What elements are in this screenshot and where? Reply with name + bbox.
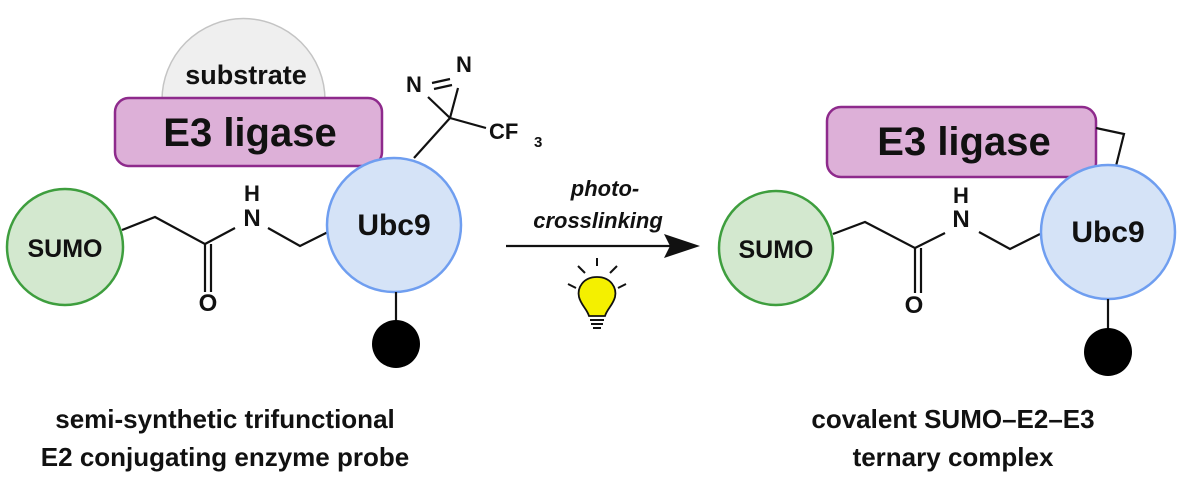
diazirine-bond-right xyxy=(448,87,460,119)
left-caption-line-1: semi-synthetic trifunctional xyxy=(55,404,395,434)
right-caption-line-2: ternary complex xyxy=(853,442,1054,472)
crosslink-bond xyxy=(1095,126,1126,167)
sumo-circle-crosslinked xyxy=(717,189,835,307)
diazirine-nn-2 xyxy=(433,83,453,91)
cf3-bond xyxy=(449,116,487,130)
e3-ligase-box-crosslinked xyxy=(825,105,1098,179)
e3-ligase-box xyxy=(113,96,384,168)
carbonyl-o: O xyxy=(199,290,218,317)
carbonyl-o-crosslinked: O xyxy=(905,292,924,319)
e3-ligase-label-crosslinked: E3 ligase xyxy=(877,120,1050,164)
diazirine-n2: N xyxy=(456,52,472,77)
amide-bond xyxy=(204,227,236,245)
amide-n-crosslinked: N xyxy=(952,206,969,233)
arrow-label-line-1: photo- xyxy=(570,176,639,201)
cf3-cf: CF xyxy=(489,119,518,144)
ubc9-label-crosslinked: Ubc9 xyxy=(1071,216,1144,249)
linker-bond xyxy=(121,215,207,292)
amide-h-crosslinked: H xyxy=(953,183,969,208)
linker-bond-crosslinked xyxy=(832,220,917,293)
amide-h: H xyxy=(244,181,260,206)
amide-bond-crosslinked xyxy=(914,232,946,249)
e3-ligase-label: E3 ligase xyxy=(163,111,336,155)
substrate-shape xyxy=(161,17,326,113)
diazirine-bond-left xyxy=(427,96,451,119)
substrate-label: substrate xyxy=(185,60,307,90)
lightbulb-icon xyxy=(567,258,627,329)
reaction-arrow-group: photo- crosslinking xyxy=(506,176,700,329)
tag-ball-crosslinked xyxy=(1084,328,1132,376)
tag-ball xyxy=(372,320,420,368)
linker-bond-2 xyxy=(267,227,329,248)
left-caption-line-2: E2 conjugating enzyme probe xyxy=(41,442,409,472)
diazirine-nn-1 xyxy=(431,77,451,85)
reaction-arrow-head xyxy=(664,234,700,258)
linker-bond-2-crosslinked xyxy=(978,231,1041,251)
cf3-subscript: 3 xyxy=(534,134,542,151)
left-probe: substrate E3 ligase SUMO H N O Ubc9 N N … xyxy=(5,17,542,472)
right-caption-line-1: covalent SUMO–E2–E3 xyxy=(811,404,1094,434)
ubc9-label: Ubc9 xyxy=(357,209,430,242)
diazirine-linker xyxy=(413,117,451,159)
ubc9-circle xyxy=(325,156,463,294)
sumo-label-crosslinked: SUMO xyxy=(739,236,814,264)
diazirine-n1: N xyxy=(406,72,422,97)
arrow-label-line-2: crosslinking xyxy=(533,208,663,233)
right-complex: E3 ligase SUMO H N O Ubc9 covalent SUMO–… xyxy=(717,105,1177,472)
sumo-label: SUMO xyxy=(28,235,103,263)
sumo-circle xyxy=(5,187,125,307)
amide-n: N xyxy=(243,205,260,232)
